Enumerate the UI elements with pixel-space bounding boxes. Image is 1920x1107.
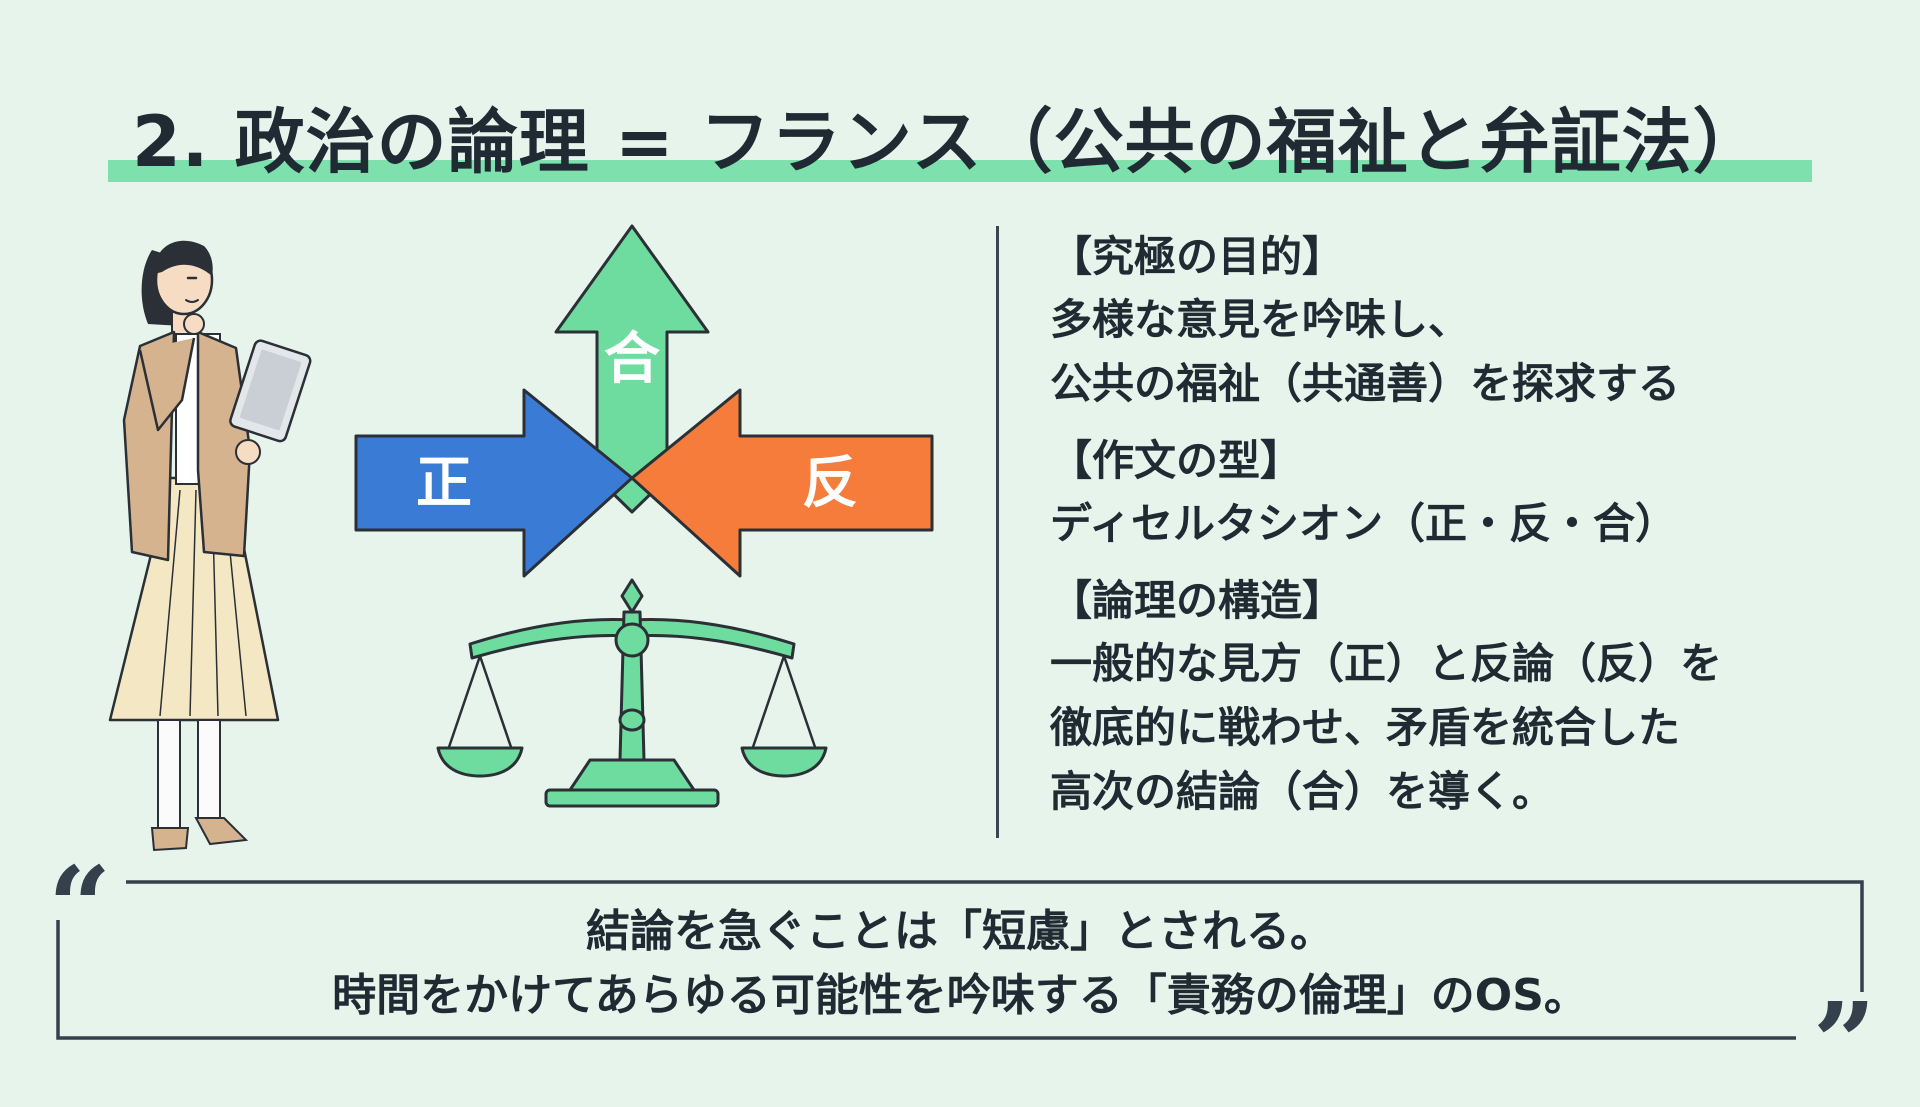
info-line: 高次の結論（合）を導く。 (1050, 767, 1555, 816)
antithesis-arrow (630, 388, 934, 578)
info-line: 一般的な見方（正）と反論（反）を (1050, 639, 1723, 688)
info-heading: 【究極の目的】 (1050, 232, 1345, 281)
close-quote-icon: ” (1812, 978, 1876, 1107)
slide: 2. 政治の論理 = フランス（公共の福祉と弁証法） (48, 96, 1900, 1098)
illustration: 合 正 反 (100, 220, 980, 860)
info-section-purpose: 【究極の目的】 多様な意見を吟味し、 公共の福祉（共通善）を探求する (1050, 226, 1900, 416)
quote-line: 結論を急ぐことは「短慮」とされる。 (586, 906, 1334, 957)
dialectic-diagram: 合 正 反 (354, 224, 934, 808)
info-heading: 【作文の型】 (1050, 436, 1303, 485)
quote-frame (56, 880, 1864, 1040)
thesis-arrow (354, 388, 634, 578)
info-line: 多様な意見を吟味し、 (1050, 295, 1471, 344)
woman-with-tablet-illustration (108, 240, 312, 852)
synthesis-label: 合 (604, 327, 660, 392)
title-block: 2. 政治の論理 = フランス（公共の福祉と弁証法） (108, 96, 1812, 188)
vertical-divider (996, 226, 999, 838)
thesis-label: 正 (416, 451, 472, 516)
antithesis-label: 反 (802, 451, 858, 516)
balance-scale-icon (436, 578, 828, 808)
info-line: ディセルタシオン（正・反・合） (1050, 499, 1678, 548)
info-line: 公共の福祉（共通善）を探求する (1050, 359, 1681, 408)
info-section-format: 【作文の型】 ディセルタシオン（正・反・合） (1050, 430, 1900, 556)
info-line: 徹底的に戦わせ、矛盾を統合した (1050, 703, 1681, 752)
info-column: 【究極の目的】 多様な意見を吟味し、 公共の福祉（共通善）を探求する 【作文の型… (1050, 226, 1900, 838)
quote-box: “ ” 結論を急ぐことは「短慮」とされる。 時間をかけてあらゆる可能性を吟味する… (48, 852, 1876, 1098)
open-quote-icon: “ (48, 842, 112, 971)
quote-text: 結論を急ぐことは「短慮」とされる。 時間をかけてあらゆる可能性を吟味する「責務の… (116, 900, 1804, 1028)
info-heading: 【論理の構造】 (1050, 576, 1345, 625)
quote-line: 時間をかけてあらゆる可能性を吟味する「責務の倫理」のOS。 (332, 970, 1588, 1021)
title-underline (108, 160, 1812, 182)
synthesis-arrow (554, 224, 710, 514)
page-title: 2. 政治の論理 = フランス（公共の福祉と弁証法） (132, 101, 1764, 183)
info-section-structure: 【論理の構造】 一般的な見方（正）と反論（反）を 徹底的に戦わせ、矛盾を統合した… (1050, 570, 1900, 824)
